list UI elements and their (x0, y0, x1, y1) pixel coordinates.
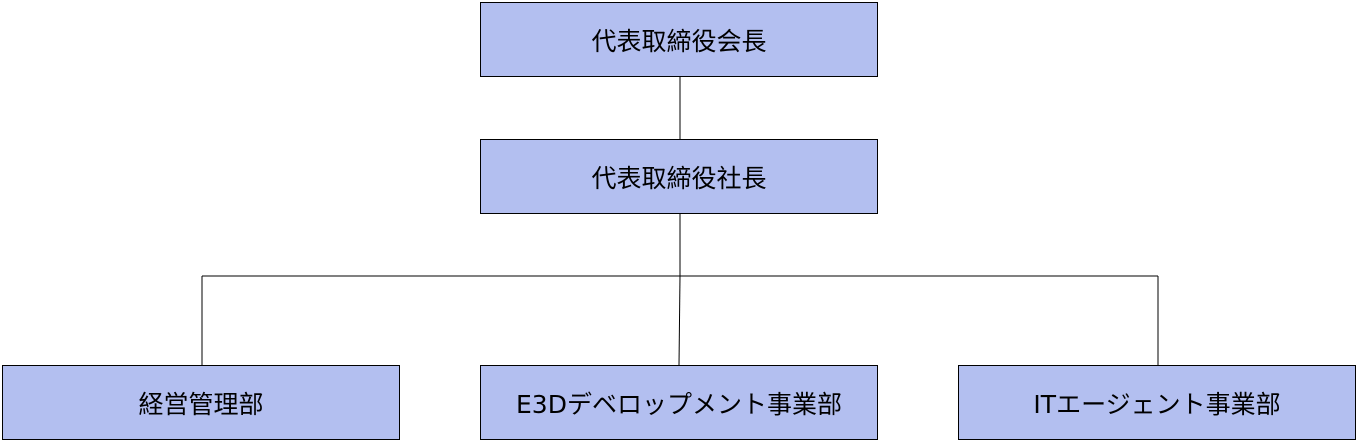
connector-to-e3d (678, 275, 681, 366)
president-box: 代表取締役社長 (480, 139, 878, 214)
department-box-e3d-development: E3Dデベロップメント事業部 (480, 365, 878, 440)
department-label-management: 経営管理部 (138, 389, 264, 419)
department-label-it-agent: ITエージェント事業部 (1033, 389, 1281, 419)
chairman-label: 代表取締役会長 (591, 26, 767, 56)
department-box-management: 経営管理部 (2, 365, 400, 440)
department-label-e3d-development: E3Dデベロップメント事業部 (516, 389, 842, 419)
chairman-box: 代表取締役会長 (480, 2, 878, 77)
president-label: 代表取締役社長 (591, 163, 767, 193)
department-box-it-agent: ITエージェント事業部 (958, 365, 1356, 440)
